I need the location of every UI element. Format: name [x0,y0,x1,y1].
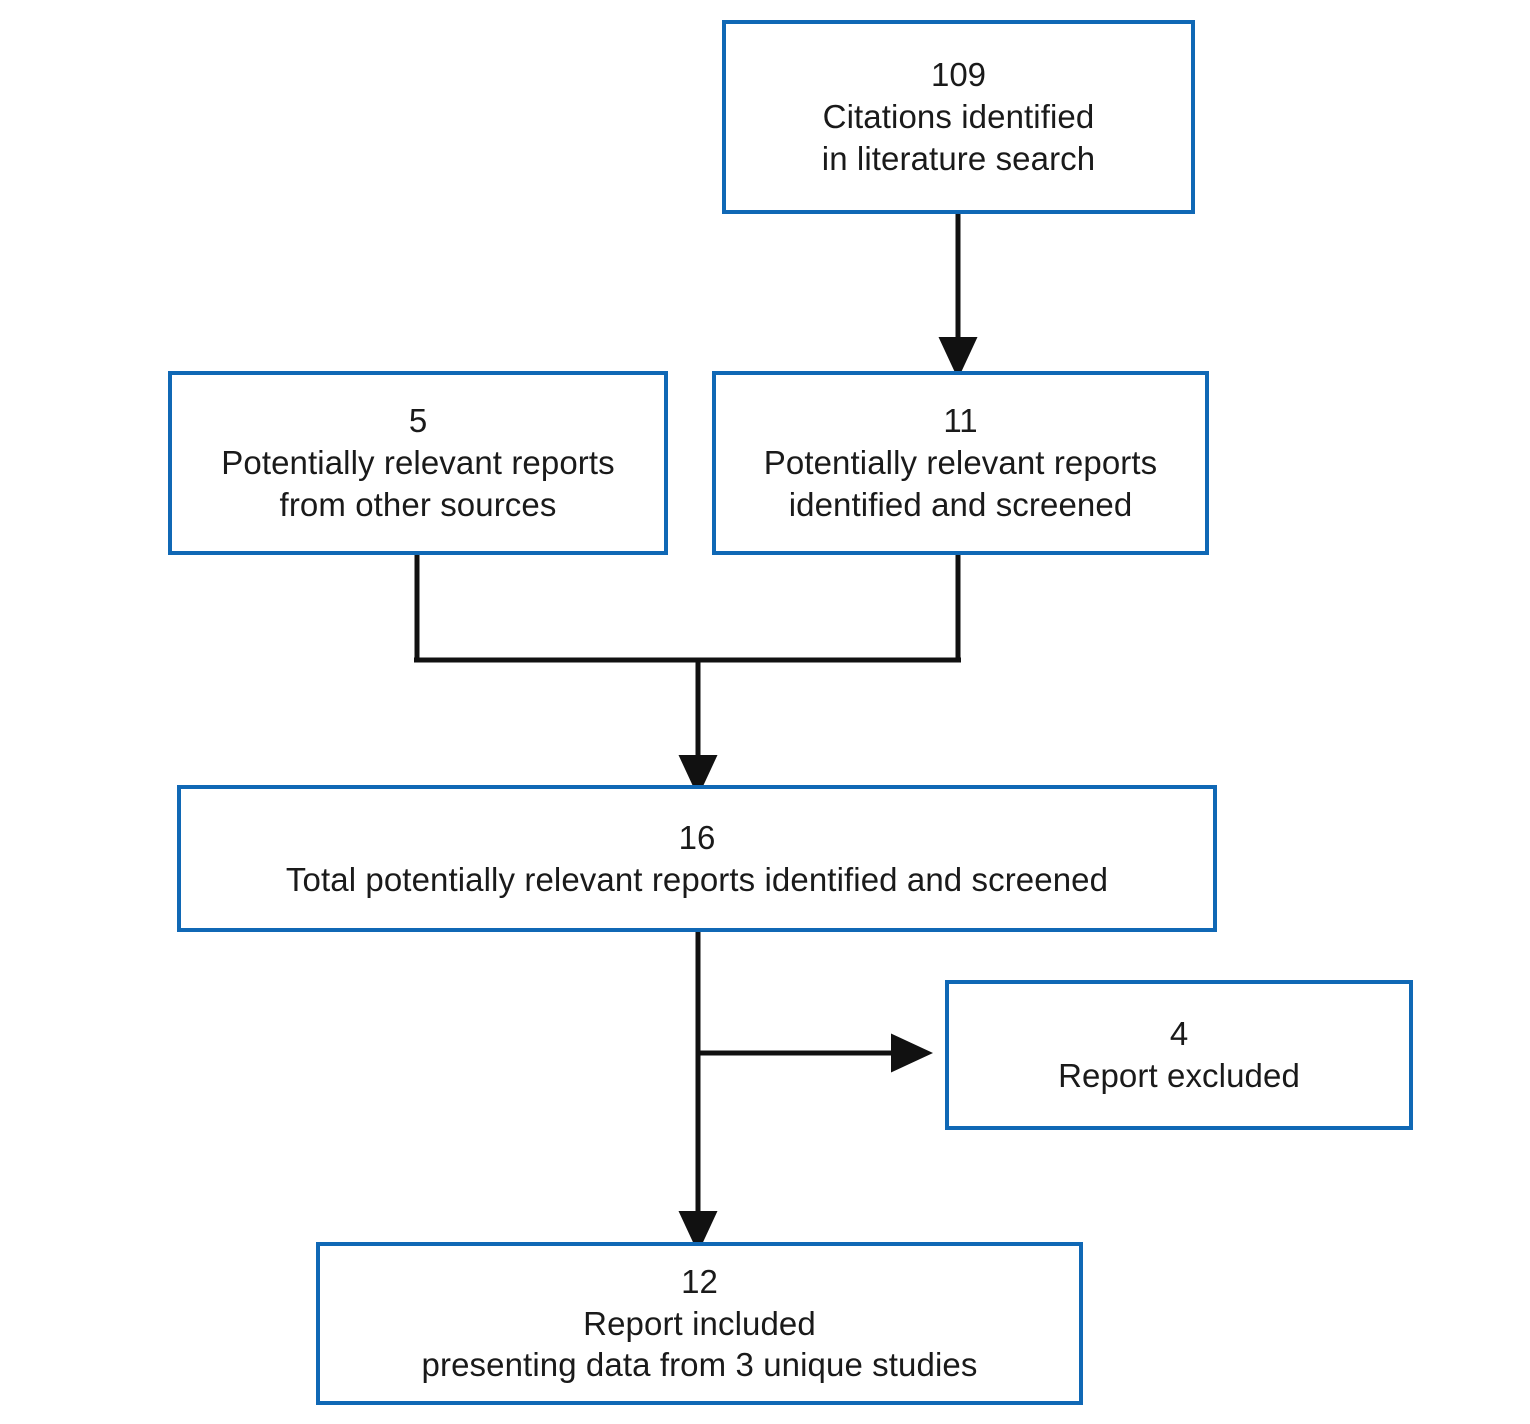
box-excluded-line-1: Report excluded [1058,1057,1300,1094]
connector-merge-to-total [414,657,961,798]
box-other-sources-line-2: from other sources [279,485,557,523]
box-total-count: 16 [678,818,716,856]
box-excluded-count: 4 [1169,1015,1189,1053]
box-screened-line-1: Potentially relevant reports [763,444,1158,482]
box-report-excluded: 4 Report excluded [945,980,1413,1130]
box-screened-line-2: identified and screened [788,485,1133,523]
box-other-sources: 5 Potentially relevant reports from othe… [168,371,668,555]
box-screened-count: 11 [943,402,978,440]
box-citations-line-1: Citations identified [822,98,1095,136]
box-citations-count: 109 [930,56,987,94]
box-total-line-1: Total potentially relevant reports ident… [285,860,1109,898]
box-included-count: 12 [681,1262,718,1300]
box-included-line-2: presenting data from 3 unique studies [421,1346,978,1384]
box-citations-line-2: in literature search [821,139,1096,177]
box-other-sources-line-1: Potentially relevant reports [221,444,615,482]
box-total-reports-screened: 16 Total potentially relevant reports id… [177,785,1217,932]
box-report-included: 12 Report included presenting data from … [316,1242,1083,1405]
box-other-sources-count: 5 [408,402,428,440]
box-citations-identified: 109 Citations identified in literature s… [722,20,1195,214]
box-reports-screened: 11 Potentially relevant reports identifi… [712,371,1209,555]
box-included-line-1: Report included [583,1304,816,1342]
